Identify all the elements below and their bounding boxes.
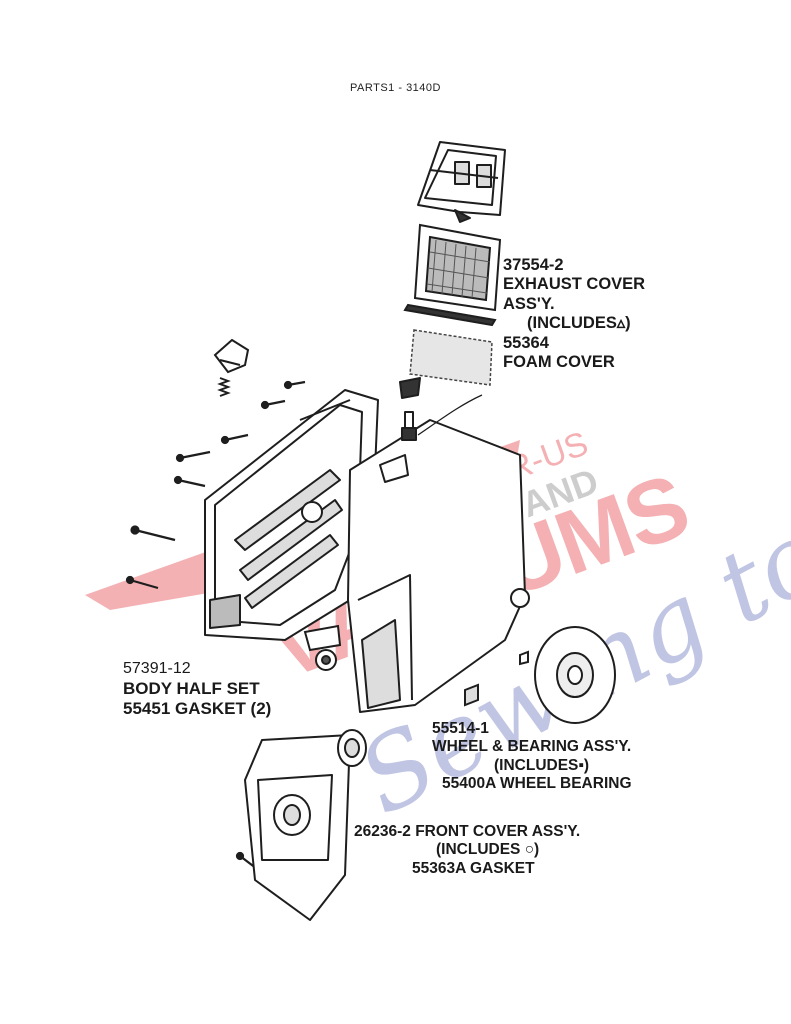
body-part-number: 57391-12 — [123, 660, 191, 677]
exhaust-part-name-2: ASS'Y. — [503, 294, 555, 313]
wheel-includes: (INCLUDES▪) — [494, 756, 590, 774]
exhaust-part-name: EXHAUST COVER — [503, 275, 646, 294]
exhaust-includes: (INCLUDES▵) — [527, 314, 631, 333]
exhaust-cover-part — [417, 141, 506, 223]
front-cover-part — [244, 729, 367, 921]
front-cover-name: 26236-2 FRONT COVER ASS'Y. — [354, 823, 581, 840]
foam-part-number: 55364 — [503, 333, 549, 352]
exhaust-part-number: 37554-2 — [503, 256, 564, 274]
callout-front-cover: 26236-2 FRONT COVER ASS'Y. (INCLUDES ○) … — [354, 823, 580, 878]
foam-part-name: FOAM COVER — [503, 353, 615, 372]
wheel-part — [464, 626, 616, 724]
body-half-right-part — [347, 377, 530, 713]
wheel-bearing: 55400A WHEEL BEARING — [442, 774, 632, 792]
callout-wheel: 55514-1 WHEEL & BEARING ASS'Y. (INCLUDES… — [432, 720, 632, 793]
callout-exhaust-cover: 37554-2 EXHAUST COVER ASS'Y. (INCLUDES▵)… — [503, 256, 645, 373]
body-gasket: 55451 GASKET (2) — [123, 698, 272, 718]
bracket-part — [303, 624, 342, 671]
spring-part — [217, 377, 231, 397]
front-includes: (INCLUDES ○) — [436, 841, 540, 859]
body-part-name: BODY HALF SET — [123, 678, 260, 698]
page-title: PARTS1 - 3140D — [350, 82, 441, 94]
foam-cover-part — [409, 329, 493, 386]
wheel-part-name: WHEEL & BEARING ASS'Y. — [432, 738, 632, 756]
cap-part — [213, 338, 250, 374]
front-gasket: 55363A GASKET — [412, 859, 535, 877]
callout-body-half: 57391-12 BODY HALF SET 55451 GASKET (2) — [123, 660, 271, 719]
wheel-part-number: 55514-1 — [432, 720, 489, 737]
exhaust-filter-part — [403, 223, 502, 327]
